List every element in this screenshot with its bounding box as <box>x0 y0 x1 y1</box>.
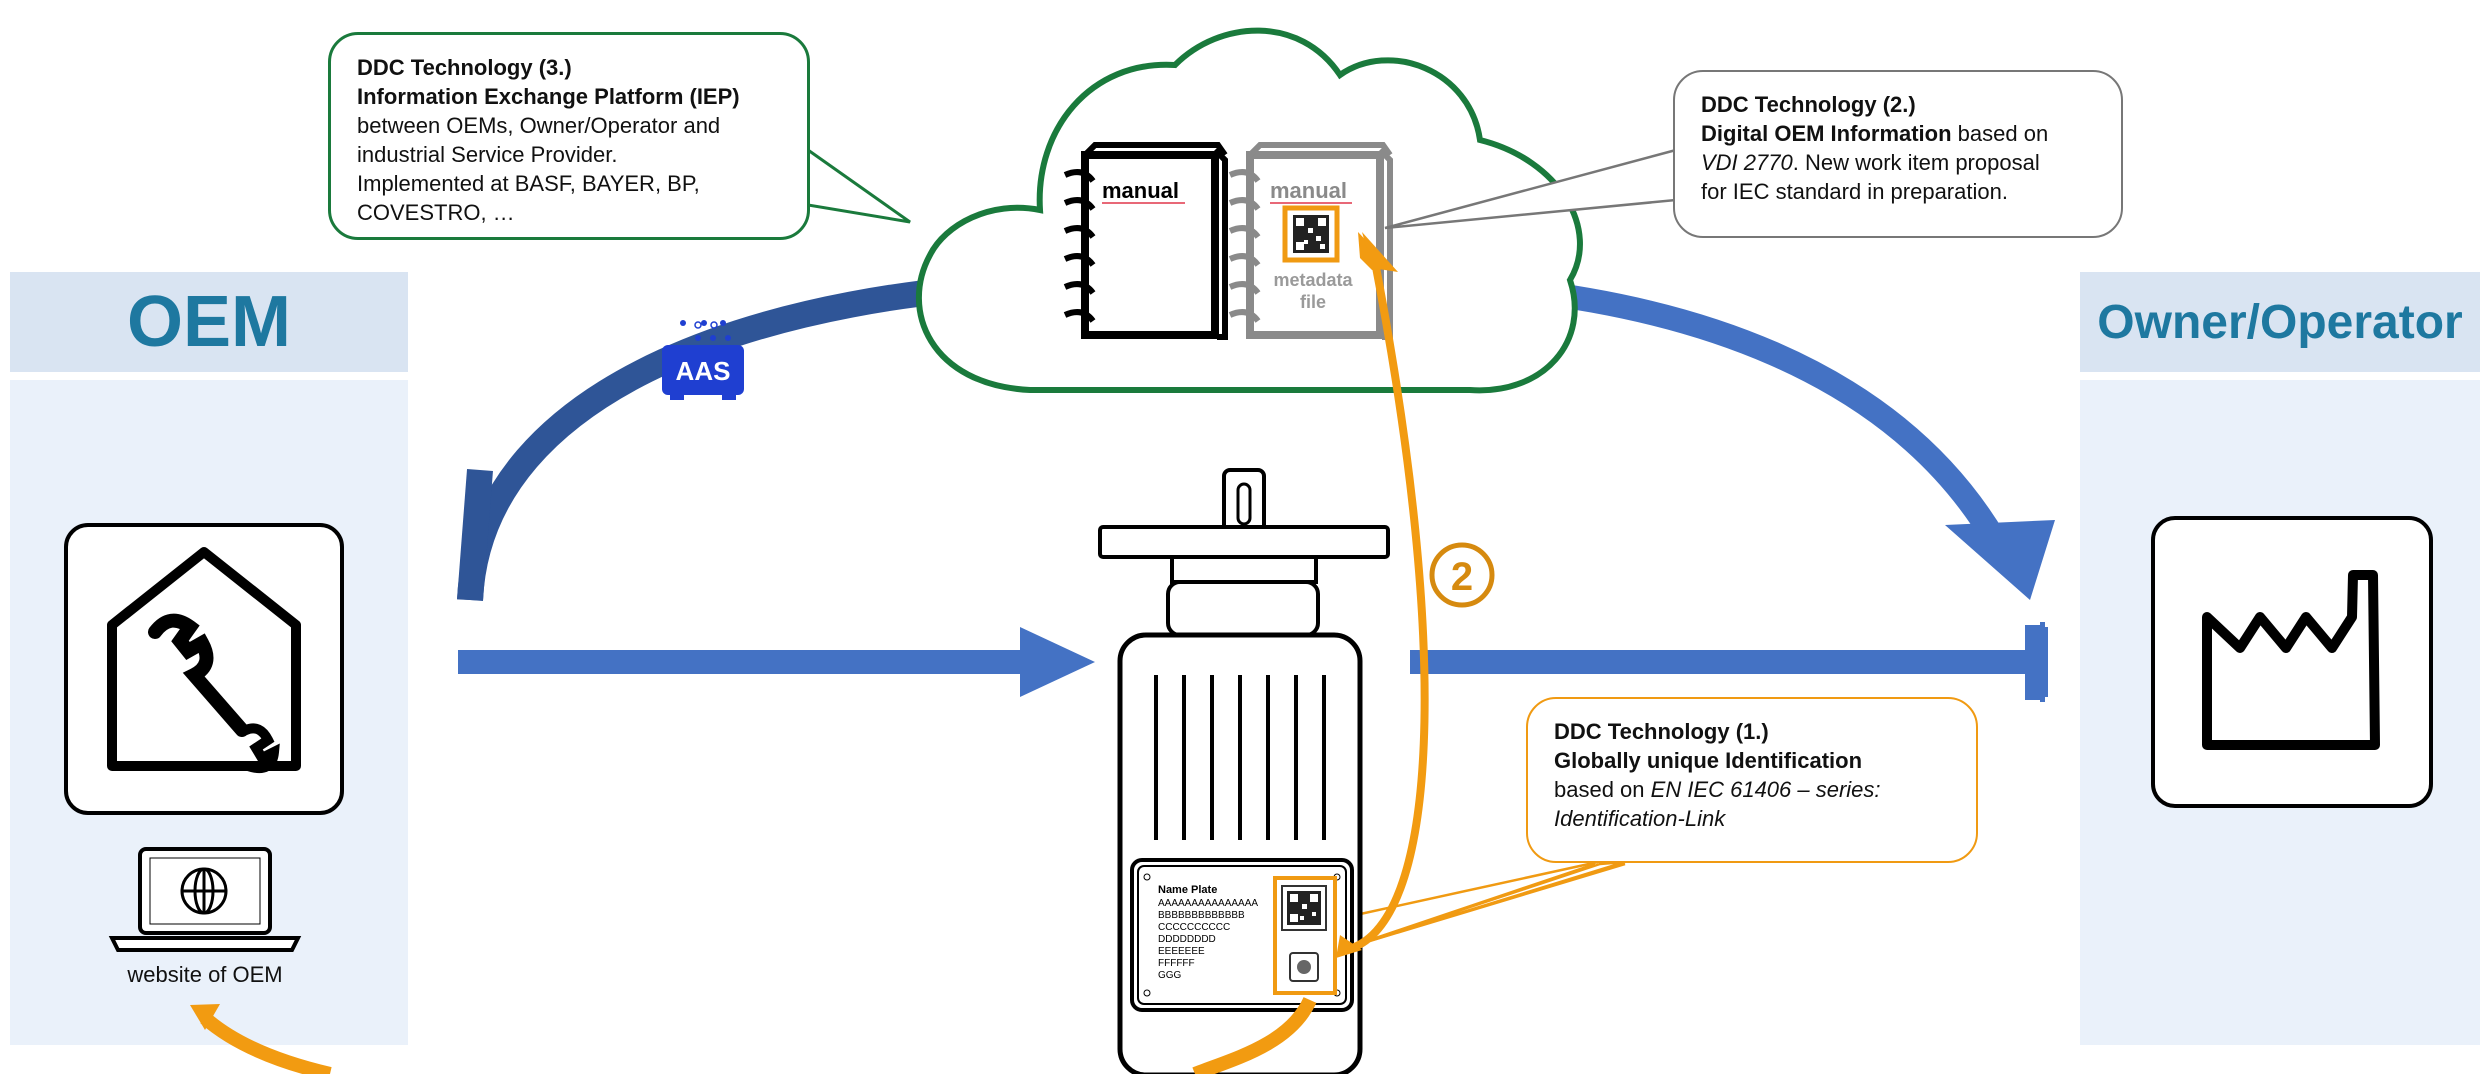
nameplate-line: EEEEEEE <box>1158 946 1205 957</box>
oem-title: OEM <box>126 282 291 362</box>
wrench-icon <box>148 613 280 774</box>
nameplate-line: BBBBBBBBBBBBB <box>1158 910 1245 921</box>
aas-badge: AAS <box>662 320 744 400</box>
ddc3-bubble-pointer <box>806 147 911 224</box>
ddc2-bubble: DDC Technology (2.) Digital OEM Informat… <box>1673 70 2123 238</box>
ddc1-heading: DDC Technology (1.) <box>1554 719 1769 744</box>
metadata-label-1: metadata <box>1273 270 1353 290</box>
metadata-label-2: file <box>1300 292 1326 312</box>
step-marker-label: 2 <box>1451 555 1473 599</box>
manual-book-black: manual <box>1063 142 1228 340</box>
manual-right-label: manual <box>1270 178 1347 203</box>
step-marker-2: 2 <box>1429 542 1495 608</box>
ddc2-text: for IEC standard in preparation. <box>1701 179 2008 204</box>
website-label: website of OEM <box>127 962 283 987</box>
oem-to-motor-arrowhead <box>1020 627 1095 697</box>
operator-title: Owner/Operator <box>2097 295 2463 349</box>
factory-icon <box>2151 516 2433 808</box>
ddc3-text: COVESTRO, … <box>357 200 515 225</box>
nameplate-line: FFFFFF <box>1158 958 1195 969</box>
ddc3-text: between OEMs, Owner/Operator and <box>357 113 721 138</box>
oem-service-icon <box>64 523 344 815</box>
nameplate-line: GGG <box>1158 970 1182 981</box>
operator-header: Owner/Operator <box>2080 272 2480 372</box>
ddc3-text: industrial Service Provider. <box>357 142 618 167</box>
ddc3-heading: DDC Technology (3.) <box>357 55 572 80</box>
ddc2-heading: DDC Technology (2.) <box>1701 92 1916 117</box>
oem-header: OEM <box>10 272 408 372</box>
ddc2-standard: VDI 2770 <box>1701 150 1793 175</box>
orange-oem-return-arrow <box>200 1012 332 1074</box>
nameplate-line: CCCCCCCCCC <box>1158 922 1230 933</box>
ddc2-subheading: Digital OEM Information <box>1701 121 1952 146</box>
orange-bottom-arrow <box>1192 996 1317 1074</box>
motor-to-operator-arrow-shaft <box>1410 650 2040 674</box>
ddc1-text: based on <box>1554 777 1651 802</box>
ddc1-bubble: DDC Technology (1.) Globally unique Iden… <box>1526 697 1978 863</box>
ddc1-subheading: Globally unique Identification <box>1554 748 1863 773</box>
nameplate-title: Name Plate <box>1158 884 1217 896</box>
manual-left-label: manual <box>1102 178 1179 203</box>
laptop-globe-icon <box>108 847 302 952</box>
oem-to-motor-arrow-shaft <box>458 650 1030 674</box>
ddc1-standard: Identification-Link <box>1554 806 1726 831</box>
nameplate-line: DDDDDDDD <box>1158 934 1216 945</box>
ddc2-text: . New work item proposal <box>1792 150 2040 175</box>
ddc3-text: Implemented at BASF, BAYER, BP, <box>357 171 700 196</box>
ddc3-subheading: Information Exchange Platform (IEP) <box>357 84 740 109</box>
nameplate-line: AAAAAAAAAAAAAAA <box>1158 898 1258 909</box>
motor-illustration: Name Plate AAAAAAAAAAAAAAA BBBBBBBBBBBBB… <box>1098 468 1390 1074</box>
ddc2-text: based on <box>1951 121 2049 146</box>
orange-id-link-arrow <box>1344 261 1429 954</box>
manual-book-gray: manual metadata file <box>1228 142 1393 340</box>
ddc1-standard: EN IEC 61406 – series: <box>1650 777 1881 802</box>
ddc3-bubble: DDC Technology (3.) Information Exchange… <box>328 32 810 240</box>
operator-arc-arrowhead <box>1945 520 2055 600</box>
nameplate-id-frame <box>1273 876 1337 995</box>
globe-icon <box>180 867 228 915</box>
aas-label: AAS <box>676 356 731 386</box>
